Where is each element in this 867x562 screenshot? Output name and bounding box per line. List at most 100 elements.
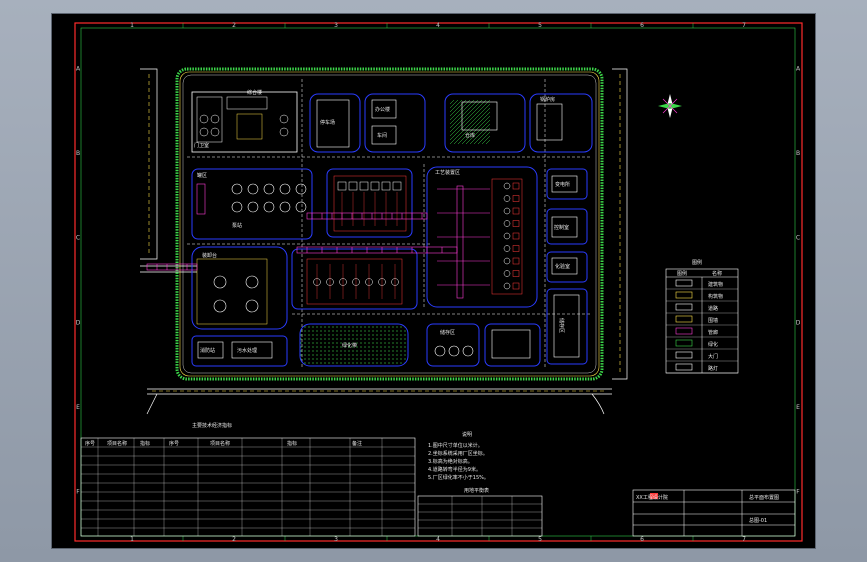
reactor <box>503 232 511 240</box>
green-block-top[interactable] <box>444 93 526 153</box>
process-equipment-main <box>437 182 520 290</box>
process-frame-lower <box>306 258 403 305</box>
parking-block[interactable] <box>309 93 361 153</box>
lab-block[interactable] <box>546 251 588 283</box>
table-header: 项目名称 <box>107 440 127 447</box>
boiler-label: 锅炉房 <box>540 96 555 103</box>
table-header: 序号 <box>85 440 95 447</box>
control-room-label: 控制室 <box>554 224 569 231</box>
warehouse-building <box>461 101 498 131</box>
storage-tank <box>295 183 307 195</box>
process-equipment-lower <box>313 264 399 299</box>
tank-area-label: 罐区 <box>197 172 207 179</box>
warehouse-label: 仓库 <box>465 132 475 139</box>
process-frame-main <box>491 178 523 295</box>
road-network <box>140 68 628 415</box>
table-header: 指标 <box>287 440 297 447</box>
utility-building[interactable] <box>191 91 298 153</box>
main-table-caption: 主要技术经济指标 <box>192 422 232 429</box>
storage-tank <box>263 201 275 213</box>
utility-inner-a <box>196 96 223 143</box>
reactor <box>503 270 511 277</box>
office-block[interactable] <box>364 93 426 153</box>
tank-area-block[interactable] <box>191 168 313 240</box>
row-mark: C <box>76 235 80 242</box>
reactor <box>503 207 511 215</box>
table-header: 指标 <box>140 440 150 447</box>
green-belt-label: 绿化带 <box>342 342 357 349</box>
storage-b-label: 储存区 <box>558 318 565 333</box>
column-mark: 5 <box>538 22 542 29</box>
column-mark: 3 <box>334 22 338 29</box>
legend-swatch <box>675 351 693 359</box>
reactor <box>503 257 511 265</box>
parking-building <box>316 99 350 148</box>
column-mark: 5 <box>538 536 542 543</box>
utility-building-label: 综合楼 <box>247 89 262 96</box>
legend-swatch <box>675 339 693 347</box>
control-block[interactable] <box>546 208 588 245</box>
fire-station-block[interactable] <box>191 335 288 367</box>
table-header: 序号 <box>169 440 179 447</box>
process-equipment-upper <box>337 181 402 226</box>
process-block-upper[interactable] <box>326 168 413 238</box>
office-b-building <box>371 125 397 145</box>
storage-block-bottom[interactable] <box>426 323 480 367</box>
utility-inner-c <box>236 113 263 140</box>
drawing-title: 总平面布置图 <box>749 494 779 501</box>
tank-pump <box>196 183 206 215</box>
small-table: 用地平衡表 <box>417 487 543 537</box>
column-mark: 7 <box>742 22 746 29</box>
storage-tank <box>279 201 291 213</box>
tank <box>199 127 209 137</box>
green-belt-block[interactable] <box>299 323 409 367</box>
row-mark: D <box>796 319 801 326</box>
boiler-block[interactable] <box>529 93 593 153</box>
fire-station-label: 消防站 <box>200 347 215 354</box>
note-line: 3.标高为绝对标高。 <box>428 458 473 465</box>
equipment <box>392 181 402 191</box>
control-building <box>551 216 578 238</box>
process-frame-upper <box>333 175 407 232</box>
column-mark: 1 <box>130 536 134 543</box>
legend-swatch <box>675 327 693 335</box>
utility-inner-b <box>226 96 268 110</box>
legend-item-label: 大门 <box>708 353 718 360</box>
row-mark: E <box>796 404 800 411</box>
dock-tank <box>245 275 259 289</box>
drawing-number: 总图-01 <box>749 517 767 524</box>
storage-block-bottom-2[interactable] <box>484 323 541 367</box>
process-block-main[interactable] <box>426 166 538 308</box>
dock-block[interactable] <box>191 246 288 330</box>
legend-swatch <box>675 279 693 287</box>
equipment <box>512 282 520 290</box>
column-mark: 4 <box>436 536 440 543</box>
pump-station-label: 泵站 <box>232 222 242 229</box>
substation-block[interactable] <box>546 168 588 200</box>
storage-tank <box>231 201 243 213</box>
reactor <box>503 245 511 252</box>
row-mark: D <box>76 319 81 326</box>
storage-block-right[interactable] <box>546 288 588 365</box>
column-mark: 1 <box>130 22 134 29</box>
dock-label: 装卸台 <box>202 252 217 259</box>
tank <box>279 127 289 137</box>
reactor <box>503 182 511 190</box>
legend-swatch <box>675 315 693 323</box>
note-line: 2.坐标系统采用厂区坐标。 <box>428 450 488 457</box>
equipment <box>512 207 520 215</box>
equipment <box>337 181 347 191</box>
tank <box>210 127 220 137</box>
process-block-lower[interactable] <box>291 248 418 310</box>
lab-building <box>551 257 578 275</box>
pipe-racks <box>146 185 464 299</box>
legend-swatch <box>675 303 693 311</box>
legend-title: 图例 <box>692 259 702 266</box>
